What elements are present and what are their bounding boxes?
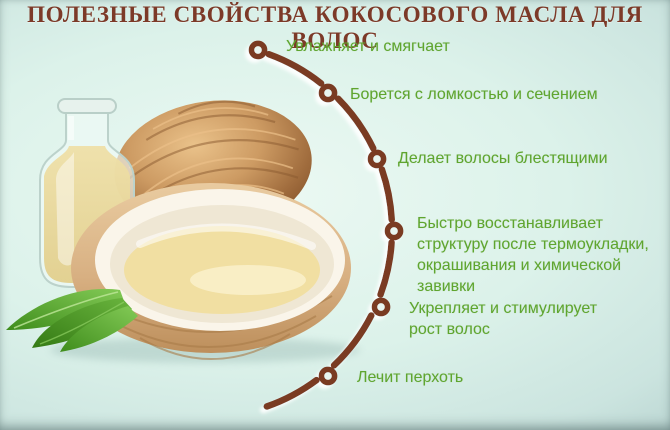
timeline-node [318,83,338,103]
benefit-label-4: Быстро восстанавливает структуру после т… [417,215,649,295]
benefit-label-1: Увлажняет и смягчает [286,38,450,55]
timeline-nodes [248,40,404,386]
timeline-node [367,149,387,169]
leaves-illustration [6,288,138,352]
page-title: ПОЛЕЗНЫЕ СВОЙСТВА КОКОСОВОГО МАСЛА ДЛЯ В… [27,2,643,53]
timeline-node [318,366,338,386]
half-coconut-illustration [71,183,351,361]
benefit-label-6: Лечит перхоть [357,369,464,386]
benefit-label-2: Борется с ломкостью и сечением [350,86,598,103]
benefit-arc [248,40,404,410]
arc-segments [263,50,395,410]
benefit-label-3: Делает волосы блестящими [398,150,608,167]
timeline-node [371,297,391,317]
benefit-label-5: Укрепляет и стимулирует рост волос [409,300,598,338]
timeline-node [248,40,268,60]
timeline-node [384,221,404,241]
